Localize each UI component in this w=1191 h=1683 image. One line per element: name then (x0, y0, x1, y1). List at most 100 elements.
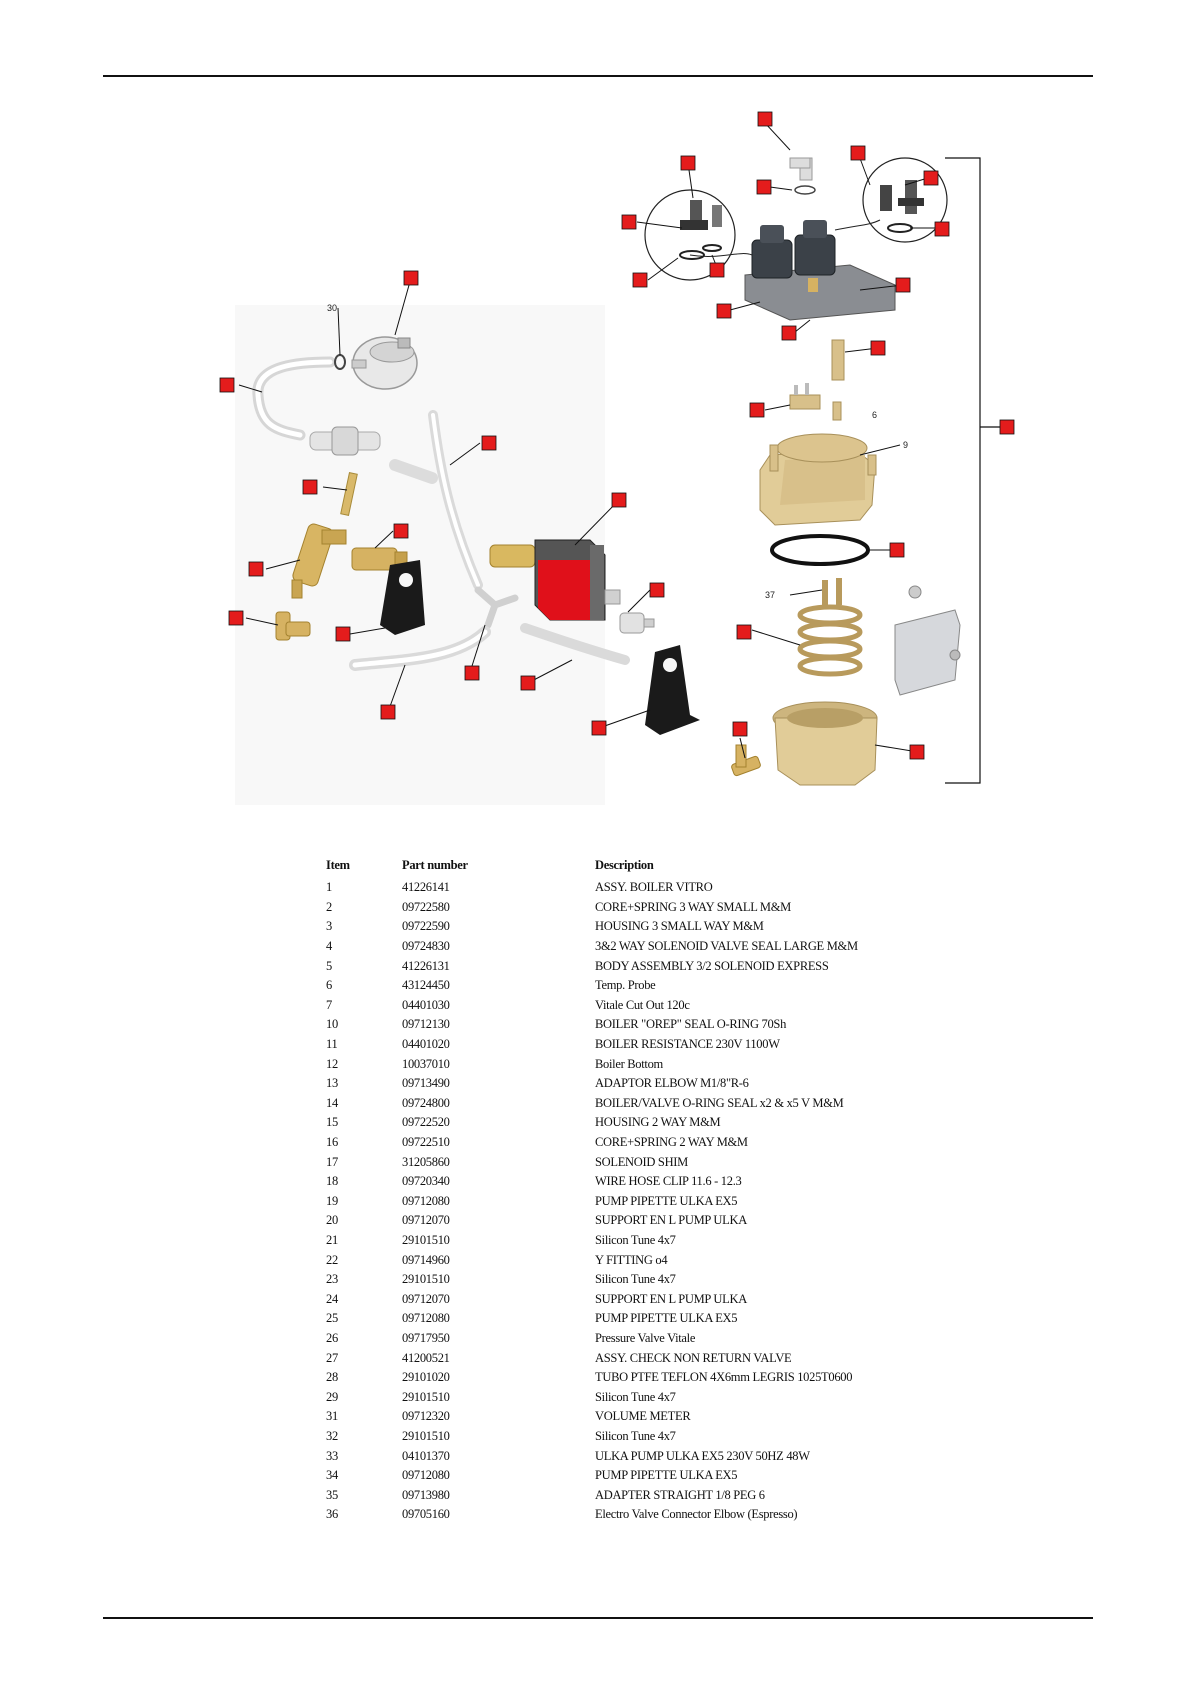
row-description: Silicon Tune 4x7 (595, 1272, 676, 1287)
row-item: 17 (326, 1154, 338, 1169)
row-part-number: 09713490 (402, 1076, 450, 1091)
row-part-number: 04401020 (402, 1037, 450, 1052)
volume-meter (351, 336, 418, 390)
row-part-number: 09712080 (402, 1193, 450, 1208)
row-item: 20 (326, 1213, 338, 1228)
row-item: 1 (326, 880, 332, 895)
table-row: 19 09712080 PUMP PIPETTE ULKA EX5 (326, 1192, 926, 1212)
row-item: 3 (326, 919, 332, 934)
row-item: 35 (326, 1487, 338, 1502)
solenoid-shim (794, 185, 816, 195)
row-description: TUBO PTFE TEFLON 4X6mm LEGRIS 1025T0600 (595, 1370, 853, 1385)
callout-label-30: 30 (327, 303, 337, 313)
row-part-number: 09712080 (402, 1311, 450, 1326)
row-description: ADAPTER STRAIGHT 1/8 PEG 6 (595, 1487, 765, 1502)
callout-label-9: 9 (903, 440, 908, 450)
callout-label-6: 6 (872, 410, 877, 420)
row-item: 21 (326, 1232, 338, 1247)
row-item: 15 (326, 1115, 338, 1130)
row-item: 34 (326, 1468, 338, 1483)
row-item: 25 (326, 1311, 338, 1326)
row-description: WIRE HOSE CLIP 11.6 - 12.3 (595, 1174, 742, 1189)
table-row: 21 29101510 Silicon Tune 4x7 (326, 1231, 926, 1251)
row-item: 7 (326, 997, 332, 1012)
row-item: 29 (326, 1389, 338, 1404)
boiler-bottom (772, 701, 878, 786)
row-part-number: 04401030 (402, 997, 450, 1012)
row-item: 24 (326, 1291, 338, 1306)
row-description: CORE+SPRING 3 WAY SMALL M&M (595, 899, 791, 914)
row-part-number: 09724800 (402, 1095, 450, 1110)
header-rule (103, 75, 1093, 77)
row-description: HOUSING 2 WAY M&M (595, 1115, 721, 1130)
row-description: BOILER/VALVE O-RING SEAL x2 & x5 V M&M (595, 1095, 844, 1110)
row-item: 26 (326, 1330, 338, 1345)
row-part-number: 29101510 (402, 1389, 450, 1404)
boiler-resistance (797, 578, 863, 677)
adaptor-elbow-left (275, 611, 311, 641)
row-part-number: 09712070 (402, 1213, 450, 1228)
row-item: 19 (326, 1193, 338, 1208)
row-part-number: 31205860 (402, 1154, 450, 1169)
brass-elbow-fitting (351, 547, 408, 571)
check-valve (309, 426, 381, 456)
l-support-right (645, 645, 700, 735)
row-item: 31 (326, 1409, 338, 1424)
row-part-number: 09722520 (402, 1115, 450, 1130)
table-row: 15 09722520 HOUSING 2 WAY M&M (326, 1113, 926, 1133)
row-item: 10 (326, 1017, 338, 1032)
row-description: Silicon Tune 4x7 (595, 1232, 676, 1247)
row-part-number: 41226141 (402, 880, 450, 895)
table-row: 29 29101510 Silicon Tune 4x7 (326, 1387, 926, 1407)
boiler-top (759, 433, 877, 526)
row-part-number: 09713980 (402, 1487, 450, 1502)
electro-valve-connector-elbow (789, 157, 813, 181)
row-part-number: 09724830 (402, 939, 450, 954)
row-part-number: 09722590 (402, 919, 450, 934)
header-part-number: Part number (402, 857, 468, 872)
pump-pipette (619, 612, 655, 634)
row-part-number: 09712070 (402, 1291, 450, 1306)
row-part-number: 09705160 (402, 1507, 450, 1522)
row-description: PUMP PIPETTE ULKA EX5 (595, 1193, 738, 1208)
parts-table-header: Item Part number Description (326, 855, 926, 875)
row-part-number: 09722510 (402, 1135, 450, 1150)
row-description: Silicon Tune 4x7 (595, 1389, 676, 1404)
row-part-number: 04101370 (402, 1448, 450, 1463)
row-part-number: 29101510 (402, 1232, 450, 1247)
detail-circle-right (862, 157, 948, 243)
assembly-bracket (945, 157, 981, 784)
row-item: 33 (326, 1448, 338, 1463)
row-item: 2 (326, 899, 332, 914)
row-item: 27 (326, 1350, 338, 1365)
adaptor-elbow-boiler (731, 744, 761, 777)
row-item: 23 (326, 1272, 338, 1287)
l-support-left (380, 560, 425, 635)
boiler-seal-o-ring (770, 534, 870, 566)
header-description: Description (595, 857, 654, 872)
row-description: SUPPORT EN L PUMP ULKA (595, 1213, 747, 1228)
brass-pin (831, 339, 845, 381)
cut-out (789, 383, 821, 410)
row-item: 4 (326, 939, 332, 954)
row-description: Electro Valve Connector Elbow (Espresso) (595, 1507, 798, 1522)
item-tags (219, 111, 1015, 760)
row-description: Temp. Probe (595, 978, 656, 993)
row-item: 12 (326, 1056, 338, 1071)
